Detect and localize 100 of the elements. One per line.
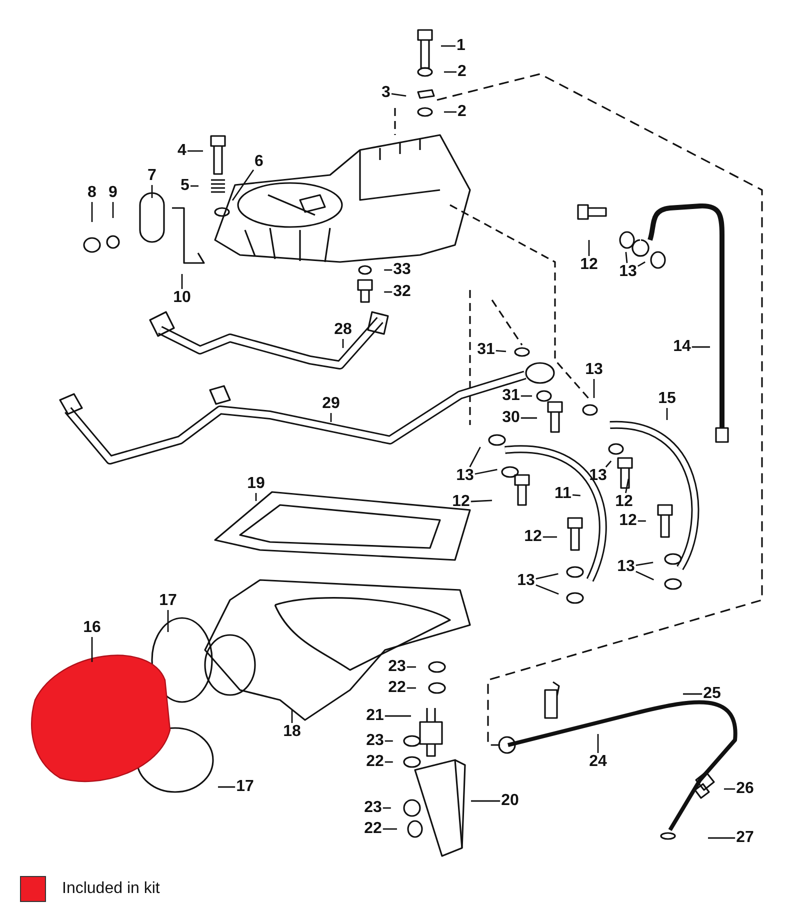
callout-number: 22	[364, 821, 382, 837]
leader-line	[588, 240, 590, 256]
callout-number: 20	[501, 793, 519, 809]
leader-line	[636, 562, 654, 566]
callout-number: 2	[458, 104, 466, 120]
callout-number: 23	[364, 800, 382, 816]
callout-number: 14	[673, 339, 691, 355]
callout-number: 13	[456, 468, 474, 484]
callout-number: 9	[108, 185, 118, 201]
leader-line	[384, 715, 411, 717]
callout-number: 13	[619, 264, 637, 280]
callout-number: 16	[83, 620, 101, 636]
leader-line	[625, 252, 628, 264]
leader-line	[444, 71, 456, 73]
leader-line	[444, 111, 456, 113]
leader-line	[188, 150, 203, 152]
leader-line	[572, 494, 580, 496]
leader-line	[605, 460, 612, 468]
leader-line	[520, 395, 532, 397]
callout-number: 17	[236, 779, 254, 795]
callout-number: 7	[148, 168, 156, 184]
callout-number: 29	[322, 396, 340, 412]
leader-line	[391, 93, 406, 97]
callout-number: 13	[617, 559, 635, 575]
leader-line	[406, 687, 416, 689]
leader-line	[692, 346, 710, 348]
leader-line	[638, 261, 646, 267]
leader-line	[91, 637, 93, 662]
callout-number: 31	[477, 342, 495, 358]
leader-line	[597, 734, 599, 753]
callout-number: 22	[388, 680, 406, 696]
leader-line	[384, 761, 393, 763]
leader-line	[382, 807, 391, 809]
leader-line	[342, 339, 344, 348]
leader-line	[471, 800, 500, 802]
leader-line	[384, 269, 392, 271]
leader-line	[724, 788, 736, 790]
callout-number: 32	[393, 284, 411, 300]
callout-number: 4	[178, 143, 186, 159]
leader-line	[536, 584, 559, 595]
callout-number: 15	[658, 391, 676, 407]
leader-line	[520, 417, 537, 419]
callout-number: 33	[393, 262, 411, 278]
leader-line	[636, 570, 654, 580]
callout-number: 10	[173, 290, 191, 306]
leader-line	[291, 710, 293, 723]
leader-line	[218, 786, 236, 788]
callout-number: 13	[589, 468, 607, 484]
leader-line	[496, 350, 506, 352]
leader-line	[190, 185, 198, 187]
callout-number: 12	[580, 257, 598, 273]
leader-line	[542, 536, 557, 538]
callout-number: 12	[524, 529, 542, 545]
leader-line	[638, 520, 646, 522]
leader-line	[255, 493, 257, 501]
leader-line	[330, 413, 332, 422]
callout-number: 21	[366, 708, 384, 724]
leader-line	[625, 478, 630, 494]
leader-line	[441, 45, 456, 47]
callout-number: 13	[585, 362, 603, 378]
callout-number: 31	[502, 388, 520, 404]
callout-number: 1	[456, 38, 466, 54]
leader-line	[470, 500, 492, 502]
callout-number: 27	[736, 830, 754, 846]
callout-number: 25	[703, 686, 721, 702]
callout-number: 13	[517, 573, 535, 589]
callout-number: 5	[180, 178, 190, 194]
callout-number: 24	[589, 754, 607, 770]
legend-label: Included in kit	[62, 880, 160, 898]
callout-number: 12	[615, 494, 633, 510]
callout-number: 23	[388, 659, 406, 675]
leader-line	[708, 837, 736, 839]
leader-line	[536, 573, 558, 580]
leader-line	[474, 468, 498, 475]
leader-line	[384, 740, 393, 742]
leader-line	[593, 379, 595, 398]
callout-number: 12	[452, 494, 470, 510]
callout-number: 8	[88, 185, 96, 201]
leader-line	[406, 666, 416, 668]
callout-number: 19	[247, 476, 265, 492]
callout-number: 3	[382, 85, 390, 101]
callout-number: 12	[619, 513, 637, 529]
callout-number: 23	[366, 733, 384, 749]
callout-number: 18	[283, 724, 301, 740]
callout-number: 17	[159, 593, 177, 609]
leader-line	[91, 202, 93, 222]
callout-number: 30	[502, 410, 520, 426]
callout-number: 26	[736, 781, 754, 797]
callout-number: 2	[458, 64, 466, 80]
leader-line	[151, 185, 153, 198]
leader-line	[683, 693, 702, 695]
callout-number: 22	[366, 754, 384, 770]
leader-line	[469, 446, 481, 468]
leader-line	[666, 408, 668, 420]
callout-number: 28	[334, 322, 352, 338]
callout-number: 6	[254, 154, 264, 170]
leader-line	[384, 291, 392, 293]
leader-line	[167, 610, 169, 632]
leader-line	[112, 202, 114, 218]
leader-line	[232, 170, 254, 201]
